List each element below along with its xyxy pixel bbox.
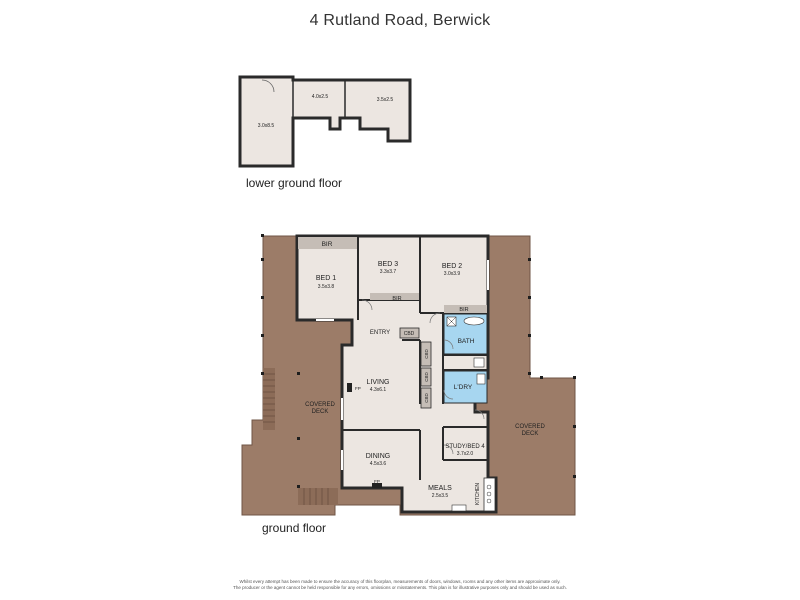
deck-posts xyxy=(261,234,576,488)
room-dims: 3.3x3.7 xyxy=(380,269,397,275)
room-label: ENTRY xyxy=(370,330,390,336)
room-dims: 3.7x2.0 xyxy=(457,451,474,457)
disclaimer-line: Whilst every attempt has been made to en… xyxy=(239,579,561,584)
room-label: BED 1 xyxy=(316,275,336,282)
window-marks xyxy=(316,260,489,470)
room-dims: 2.5x3.5 xyxy=(432,493,449,499)
disclaimer-line: The producer or the agent cannot be held… xyxy=(233,585,567,590)
room-dims: 3.0x3.9 xyxy=(444,271,461,277)
room-dims: 3.5x3.8 xyxy=(318,284,335,290)
room-label: BED 3 xyxy=(378,261,398,268)
sink-icon xyxy=(451,504,467,512)
room-dims: 4.5x3.6 xyxy=(370,461,387,467)
room-label: L'DRY xyxy=(454,384,473,391)
fireplace-living-icon xyxy=(347,383,352,392)
deck-stairs xyxy=(263,368,338,505)
room-dims: 4.3x6.1 xyxy=(370,387,387,393)
room-label: KITCHEN xyxy=(475,483,481,505)
lower-floor-label: lower ground floor xyxy=(246,176,343,190)
room-label: MEALS xyxy=(428,485,452,492)
toilet-icon xyxy=(473,357,485,368)
room-dims: 3.0x8.5 xyxy=(258,123,275,129)
page-title: 4 Rutland Road, Berwick xyxy=(309,12,491,29)
door-swing-icon xyxy=(261,79,275,93)
interior-walls xyxy=(297,236,488,480)
cbd-box-a xyxy=(420,341,432,367)
door-swing-icons xyxy=(361,299,485,455)
stove-icon xyxy=(486,484,492,490)
fireplace-label: FP xyxy=(355,386,361,391)
ground-floor-label: ground floor xyxy=(262,521,327,535)
room-label: BIR xyxy=(459,307,468,313)
disclaimer-text: Whilst every attempt has been made to en… xyxy=(150,579,650,591)
cbd-top-box xyxy=(399,327,420,339)
fireplace-label: FP xyxy=(374,479,380,484)
room-label: BIR xyxy=(322,241,333,248)
room-label: CBD xyxy=(424,372,429,382)
ground-floor-plan xyxy=(241,234,576,516)
bir-right-area xyxy=(444,305,487,313)
bathtub-icon xyxy=(463,316,485,326)
bir-mid-area xyxy=(370,293,419,300)
room-label: BATH xyxy=(458,338,475,345)
lower-ground-floor-plan: 3.0x8.5 4.0x2.5 3.5x2.5 xyxy=(238,75,412,168)
cbd-box-c xyxy=(420,387,432,409)
room-dims: 4.0x2.5 xyxy=(312,94,329,100)
room-label: CBD xyxy=(424,393,429,403)
room-label: STUDY/BED 4 xyxy=(445,444,485,450)
laundry-tub-icon xyxy=(476,373,486,385)
room-label: DINING xyxy=(366,453,391,460)
room-label: LIVING xyxy=(367,379,390,386)
room-dims: 3.5x2.5 xyxy=(377,97,394,103)
room-label: BIR xyxy=(392,296,401,302)
bir-top-area xyxy=(298,237,357,249)
kitchen-counter xyxy=(483,477,496,512)
room-label: CBD xyxy=(404,331,415,337)
lower-floor-outline xyxy=(238,75,412,168)
cbd-box-b xyxy=(420,367,432,387)
room-label: CBD xyxy=(424,349,429,359)
room-label: BED 2 xyxy=(442,263,462,270)
fireplace-dining-icon xyxy=(372,483,382,488)
